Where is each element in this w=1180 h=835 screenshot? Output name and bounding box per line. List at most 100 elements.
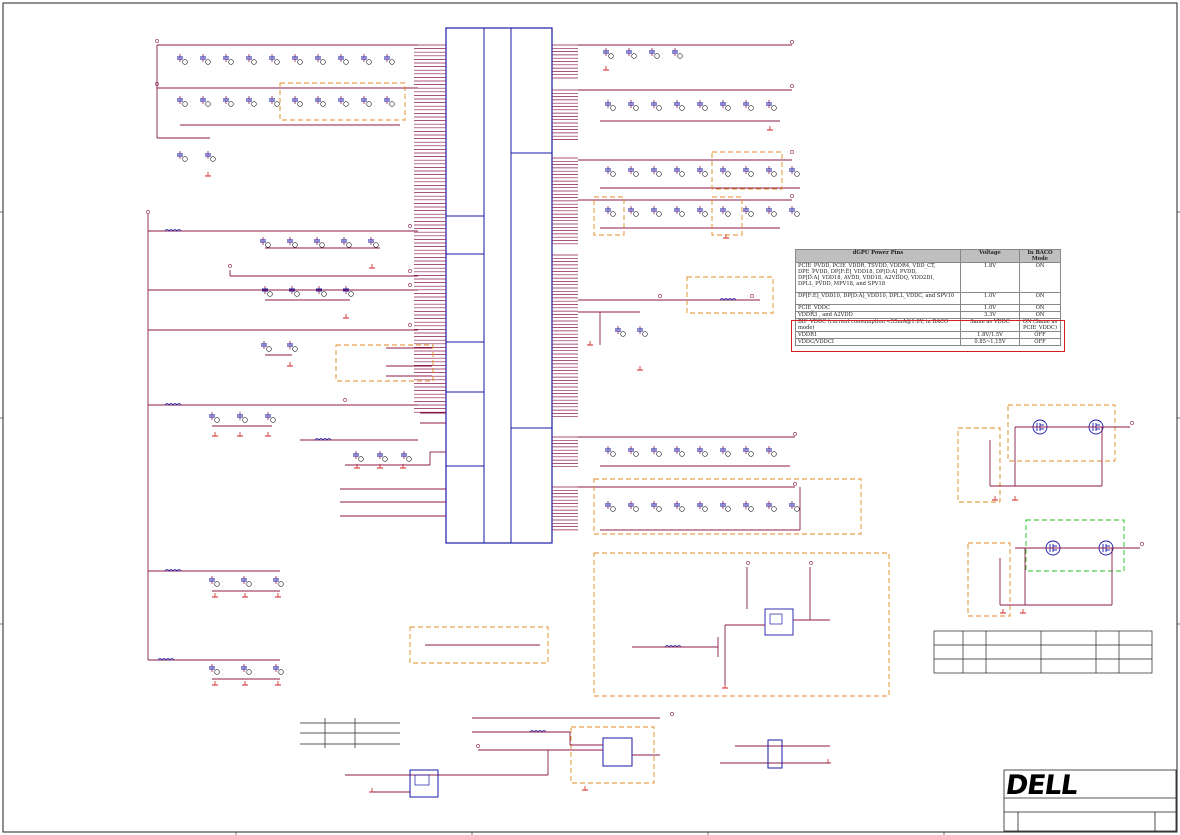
- table-row: DP[F:E]_VDD10, DP[D:A]_VDD10, DPLL_VDDC,…: [795, 292, 1061, 305]
- capacitor-icon: [650, 500, 662, 512]
- capacitor-icon: [765, 99, 777, 111]
- ground-icon: [999, 608, 1007, 614]
- table-row: PCIE_PVDD, PCIE_VDDR, TSVDD, VDDR4, VDD_…: [795, 262, 1061, 293]
- capacitor-icon: [696, 500, 708, 512]
- capacitor-icon: [268, 53, 280, 65]
- capacitor-icon: [291, 95, 303, 107]
- capacitor-icon: [742, 500, 754, 512]
- capacitor-icon: [614, 325, 626, 337]
- capacitor-icon: [208, 663, 220, 675]
- capacitor-icon: [650, 165, 662, 177]
- ground-icon: [342, 313, 350, 319]
- capacitor-icon: [627, 445, 639, 457]
- voltage-cell: 1.8V: [960, 262, 1020, 293]
- capacitor-icon: [742, 165, 754, 177]
- col-header-pins: dGPU Power Pins: [795, 249, 961, 263]
- baco-cell: ON: [1019, 304, 1061, 312]
- capacitor-icon: [788, 205, 800, 217]
- capacitor-icon: [314, 53, 326, 65]
- table-row: VDDR3 , and A2VDD 3.3V ON: [795, 311, 1061, 319]
- capacitor-icon: [240, 663, 252, 675]
- voltage-cell: 1.0V: [960, 304, 1020, 312]
- ground-icon: [286, 361, 294, 367]
- capacitor-icon: [765, 205, 777, 217]
- capacitor-icon: [627, 205, 639, 217]
- capacitor-icon: [696, 165, 708, 177]
- capacitor-icon: [337, 95, 349, 107]
- capacitor-icon: [288, 285, 300, 297]
- dell-logo: DELL: [1003, 770, 1080, 801]
- capacitor-icon: [719, 205, 731, 217]
- capacitor-icon: [604, 445, 616, 457]
- capacitor-icon: [604, 500, 616, 512]
- ic-right-pins: [552, 44, 578, 531]
- ic-left-pins: [414, 44, 446, 413]
- col-header-baco: In BACO Mode: [1019, 249, 1061, 263]
- capacitor-icon: [314, 95, 326, 107]
- ground-icon: [236, 431, 244, 437]
- ground-icon: [368, 263, 376, 269]
- capacitor-icon: [602, 47, 614, 59]
- capacitor-icon: [696, 445, 708, 457]
- right-power-rails: [578, 44, 801, 531]
- capacitor-icon: [360, 95, 372, 107]
- revision-table: [933, 630, 1153, 674]
- pins-cell: PCIE_PVDD, PCIE_VDDR, TSVDD, VDDR4, VDD_…: [795, 262, 961, 293]
- ground-icon: [581, 785, 589, 791]
- ground-icon: [241, 680, 249, 686]
- ground-icon: [586, 340, 594, 346]
- table-row: VDDC/VDDCI 0.85~1.15V OFF: [795, 338, 1061, 346]
- capacitor-icon: [199, 95, 211, 107]
- capacitor-icon: [604, 205, 616, 217]
- ground-icon: [602, 65, 610, 71]
- mosfet-switches: [989, 419, 1140, 606]
- ground-icon: [264, 431, 272, 437]
- capacitor-icon: [650, 99, 662, 111]
- capacitor-icon: [208, 411, 220, 423]
- capacitor-icon: [673, 99, 685, 111]
- col-header-voltage: Voltage: [960, 249, 1020, 263]
- capacitor-icon: [765, 165, 777, 177]
- capacitor-icon: [673, 445, 685, 457]
- load-switch-circuit: [632, 567, 830, 685]
- capacitor-icon: [286, 340, 298, 352]
- ground-icon: [211, 431, 219, 437]
- bottom-circuits: [345, 644, 830, 798]
- capacitor-icon: [376, 450, 388, 462]
- capacitor-icon: [337, 53, 349, 65]
- baco-cell: ON: [1019, 262, 1061, 293]
- capacitor-icon: [742, 445, 754, 457]
- table-row: PCIE_VDDC 1.0V ON: [795, 304, 1061, 312]
- capacitor-icon: [673, 500, 685, 512]
- capacitor-icon: [176, 53, 188, 65]
- voltage-cell: 3.3V: [960, 311, 1020, 319]
- capacitor-icon: [236, 411, 248, 423]
- capacitor-icon: [222, 95, 234, 107]
- capacitor-icon: [650, 205, 662, 217]
- capacitor-icon: [673, 205, 685, 217]
- ground-icon: [1011, 495, 1019, 501]
- capacitor-icon: [627, 500, 639, 512]
- left-power-rails: [147, 44, 446, 680]
- capacitor-icon: [176, 95, 188, 107]
- ground-icon: [274, 592, 282, 598]
- capacitor-icon: [342, 285, 354, 297]
- capacitor-icon: [272, 663, 284, 675]
- capacitor-icon: [245, 53, 257, 65]
- ground-icon: [274, 680, 282, 686]
- ground-icon: [211, 592, 219, 598]
- capacitor-icon: [240, 575, 252, 587]
- capacitor-icon: [673, 165, 685, 177]
- voltage-cell: 1.0V: [960, 292, 1020, 305]
- capacitor-icon: [719, 500, 731, 512]
- pins-cell: DP[F:E]_VDD10, DP[D:A]_VDD10, DPLL_VDDC,…: [795, 292, 961, 305]
- capacitor-icon: [636, 325, 648, 337]
- capacitor-icon: [245, 95, 257, 107]
- capacitor-icon: [340, 236, 352, 248]
- capacitor-icon: [208, 575, 220, 587]
- ground-icon: [204, 171, 212, 177]
- capacitor-icon: [742, 205, 754, 217]
- capacitor-icon: [696, 205, 708, 217]
- capacitor-icon: [259, 236, 271, 248]
